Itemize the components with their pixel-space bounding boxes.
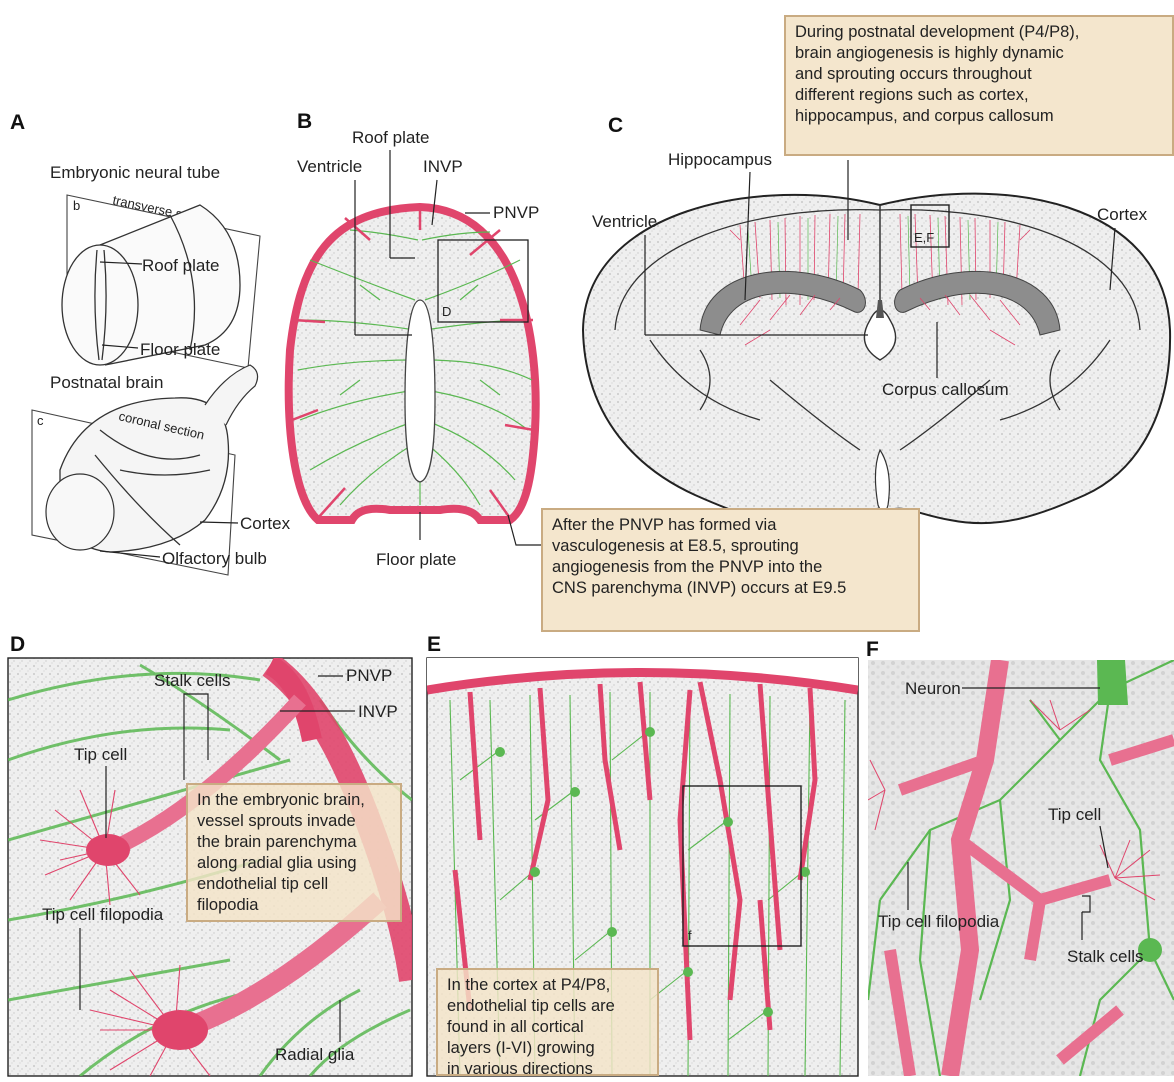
- callout-embryonic-brain: In the embryonic brain, vessel sprouts i…: [186, 783, 402, 922]
- d-tip-cell-upper: [86, 834, 130, 866]
- embryonic-neural-tube-title: Embryonic neural tube: [50, 163, 220, 182]
- f-neuron-soma: [1097, 660, 1128, 705]
- d-tip-cell-label: Tip cell: [74, 745, 127, 764]
- panel-b-letter: B: [297, 110, 312, 133]
- b-box-d-label: D: [442, 304, 451, 319]
- plane-b-label: b: [73, 198, 80, 213]
- e-box-f-label: f: [688, 928, 692, 943]
- panel-f-letter: F: [866, 638, 879, 661]
- plane-c-label: c: [37, 413, 44, 428]
- b-ventricle-label: Ventricle: [297, 157, 362, 176]
- c-hippocampus-label: Hippocampus: [668, 150, 772, 169]
- panel-e-letter: E: [427, 633, 441, 656]
- callout-cortex-tip-cells: In the cortex at P4/P8, endothelial tip …: [436, 968, 659, 1076]
- b-roof-plate-label: Roof plate: [352, 128, 430, 147]
- panel-a-letter: A: [10, 111, 25, 134]
- d-tip-cell-lower: [152, 1010, 208, 1050]
- a-floor-plate-label: Floor plate: [140, 340, 220, 359]
- c-cortex-label: Cortex: [1097, 205, 1148, 224]
- panel-f: F: [866, 638, 1174, 1076]
- a-roof-plate-label: Roof plate: [142, 256, 220, 275]
- f-stalk-cells-label: Stalk cells: [1067, 947, 1144, 966]
- c-corpus-callosum-label: Corpus callosum: [882, 380, 1009, 399]
- postnatal-brain-title: Postnatal brain: [50, 373, 163, 392]
- c-box-ef-label: E,F: [914, 230, 934, 245]
- panel-d-letter: D: [10, 633, 25, 656]
- f-tip-cell-label: Tip cell: [1048, 805, 1101, 824]
- callout-postnatal-development: During postnatal development (P4/P8), br…: [784, 15, 1174, 156]
- olfactory-bulb-label: Olfactory bulb: [162, 549, 267, 568]
- f-neuron-label: Neuron: [905, 679, 961, 698]
- panel-b: B D Roof plate Ventric: [289, 110, 546, 569]
- olfactory-bulb: [46, 474, 114, 550]
- b-floor-plate-label: Floor plate: [376, 550, 456, 569]
- d-radial-glia-label: Radial glia: [275, 1045, 355, 1064]
- b-invp-label: INVP: [423, 157, 463, 176]
- d-stalk-cells-label: Stalk cells: [154, 671, 231, 690]
- a-cortex-label: Cortex: [240, 514, 291, 533]
- panel-c-letter: C: [608, 114, 623, 137]
- f-tip-cell-filopodia-label: Tip cell filopodia: [878, 912, 1000, 931]
- d-invp-label: INVP: [358, 702, 398, 721]
- d-pnvp-label: PNVP: [346, 666, 392, 685]
- panel-a: A Embryonic neural tube b transverse sec…: [10, 111, 291, 575]
- b-pnvp-label: PNVP: [493, 203, 539, 222]
- callout-pnvp-formation: After the PNVP has formed via vasculogen…: [541, 508, 920, 632]
- c-ventricle-label: Ventricle: [592, 212, 657, 231]
- d-tip-cell-filopodia-label: Tip cell filopodia: [42, 905, 164, 924]
- b-ventricle-shape: [405, 300, 435, 482]
- panel-c: C: [583, 114, 1170, 523]
